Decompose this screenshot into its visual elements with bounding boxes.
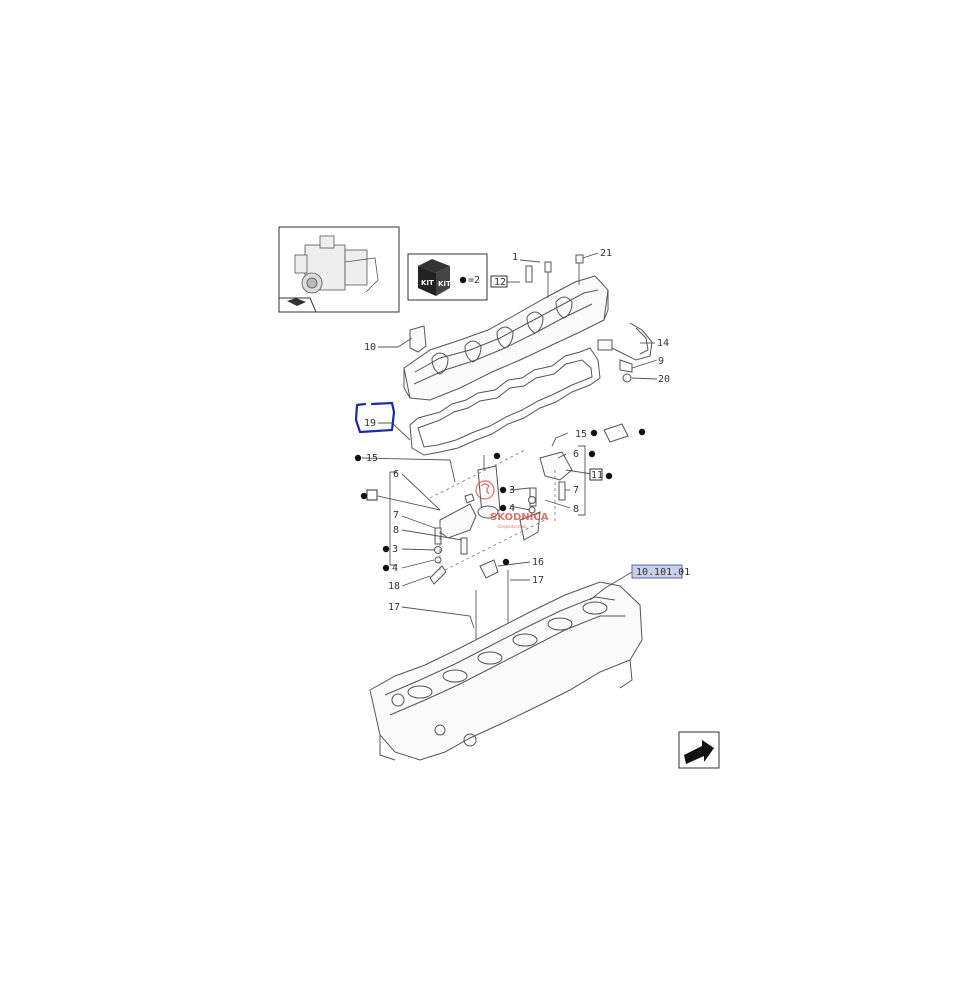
callout-14: 14 <box>657 338 669 349</box>
part-9[interactable] <box>619 359 633 373</box>
rocker-assembly[interactable] <box>429 423 629 640</box>
callout-17-right: 17 <box>532 575 544 586</box>
part-20[interactable] <box>622 373 632 383</box>
kit-label-side: KIT <box>438 280 451 288</box>
kit-label-top: KIT <box>421 279 434 287</box>
watermark-text: SKODNICA <box>490 512 549 523</box>
next-page-arrow-icon[interactable] <box>678 731 720 769</box>
valve-cover[interactable] <box>403 275 609 401</box>
valve-cover-gasket[interactable] <box>409 347 601 456</box>
callout-6-right: 6 <box>573 449 579 460</box>
callout-12: 12 <box>494 277 506 288</box>
callout-9: 9 <box>658 356 664 367</box>
callout-11: 11 <box>591 470 603 481</box>
kit-qty: =2 <box>468 275 480 286</box>
callout-7-left: 7 <box>393 510 399 521</box>
callout-1: 1 <box>512 252 518 263</box>
part-10-bracket[interactable] <box>409 325 427 353</box>
part-box-left <box>366 489 378 501</box>
callout-4-left: 4 <box>392 563 398 574</box>
reference-tag-label: 10.101.01 <box>636 567 690 578</box>
callout-4-right: 4 <box>509 503 515 514</box>
callout-8-left: 8 <box>393 525 399 536</box>
group-bracket-right <box>578 445 586 516</box>
callout-6-left: 6 <box>393 469 399 480</box>
callout-8-right: 8 <box>573 504 579 515</box>
callout-21: 21 <box>600 248 612 259</box>
cylinder-head[interactable] <box>369 581 643 761</box>
callout-7-right: 7 <box>573 485 579 496</box>
callout-19: 19 <box>364 418 376 429</box>
part-box-12 <box>490 275 508 288</box>
bullet-dots <box>354 428 646 572</box>
watermark-subtext: Gospodarstwo <box>498 524 527 529</box>
part-box-11 <box>589 468 603 481</box>
leader-lines <box>361 252 658 629</box>
callout-15-right: 15 <box>575 429 587 440</box>
callout-20: 20 <box>658 374 670 385</box>
watermark: SKODNICA Gospodarstwo <box>475 480 549 529</box>
engine-thumbnail[interactable] <box>278 226 400 313</box>
callout-labels: 1 21 12 10 14 9 20 19 15 6 11 7 8 15 6 3… <box>364 248 670 613</box>
callout-3-right: 3 <box>509 485 515 496</box>
callout-10: 10 <box>364 342 376 353</box>
callout-18: 18 <box>388 581 400 592</box>
bolt-21[interactable] <box>575 254 584 285</box>
reference-tag[interactable]: 10.101.01 <box>631 564 690 579</box>
bolt-1[interactable] <box>544 261 552 298</box>
group-bracket-left <box>389 471 397 566</box>
callout-3-left: 3 <box>392 544 398 555</box>
kit-box-icon: KIT KIT =2 <box>407 253 488 301</box>
highlight-circle-19 <box>354 401 396 434</box>
callout-16: 16 <box>532 557 544 568</box>
wiring-harness-14[interactable] <box>597 322 653 361</box>
callout-17-left: 17 <box>388 602 400 613</box>
book-arrow-icon <box>287 298 306 306</box>
callout-15-left: 15 <box>366 453 378 464</box>
